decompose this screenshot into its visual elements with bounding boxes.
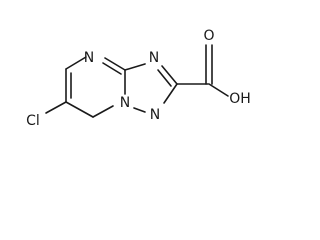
bond-n1t-n4 [133, 107, 146, 113]
atom-cl: Cl [26, 113, 40, 129]
atom-o-carbonyl: O [203, 28, 214, 44]
atom-n-top: N [84, 50, 94, 66]
bond-n1-c7 [65, 56, 87, 70]
atom-oh: OH [229, 91, 251, 107]
bond-n3-c2-double [157, 69, 172, 87]
bond-c5-n4 [92, 105, 114, 118]
structure-svg: N N N N O OH Cl [26, 28, 251, 129]
bond-c2-n1t [163, 83, 178, 104]
molecule-diagram: N N N N O OH Cl [0, 0, 274, 137]
bond-c8a-n1 [104, 57, 126, 71]
bond-n3-c2 [161, 65, 178, 85]
bond-c8a-n3 [124, 63, 146, 71]
atom-n-bottom: N [150, 107, 160, 123]
bond-ccooh-oh [208, 83, 229, 97]
bond-c6-cl [45, 101, 67, 114]
atom-n-right: N [149, 50, 159, 66]
atom-n-bridge: N [120, 95, 130, 111]
bond-c8a-n1-double [102, 62, 122, 75]
bond-c6-c5 [65, 101, 94, 118]
